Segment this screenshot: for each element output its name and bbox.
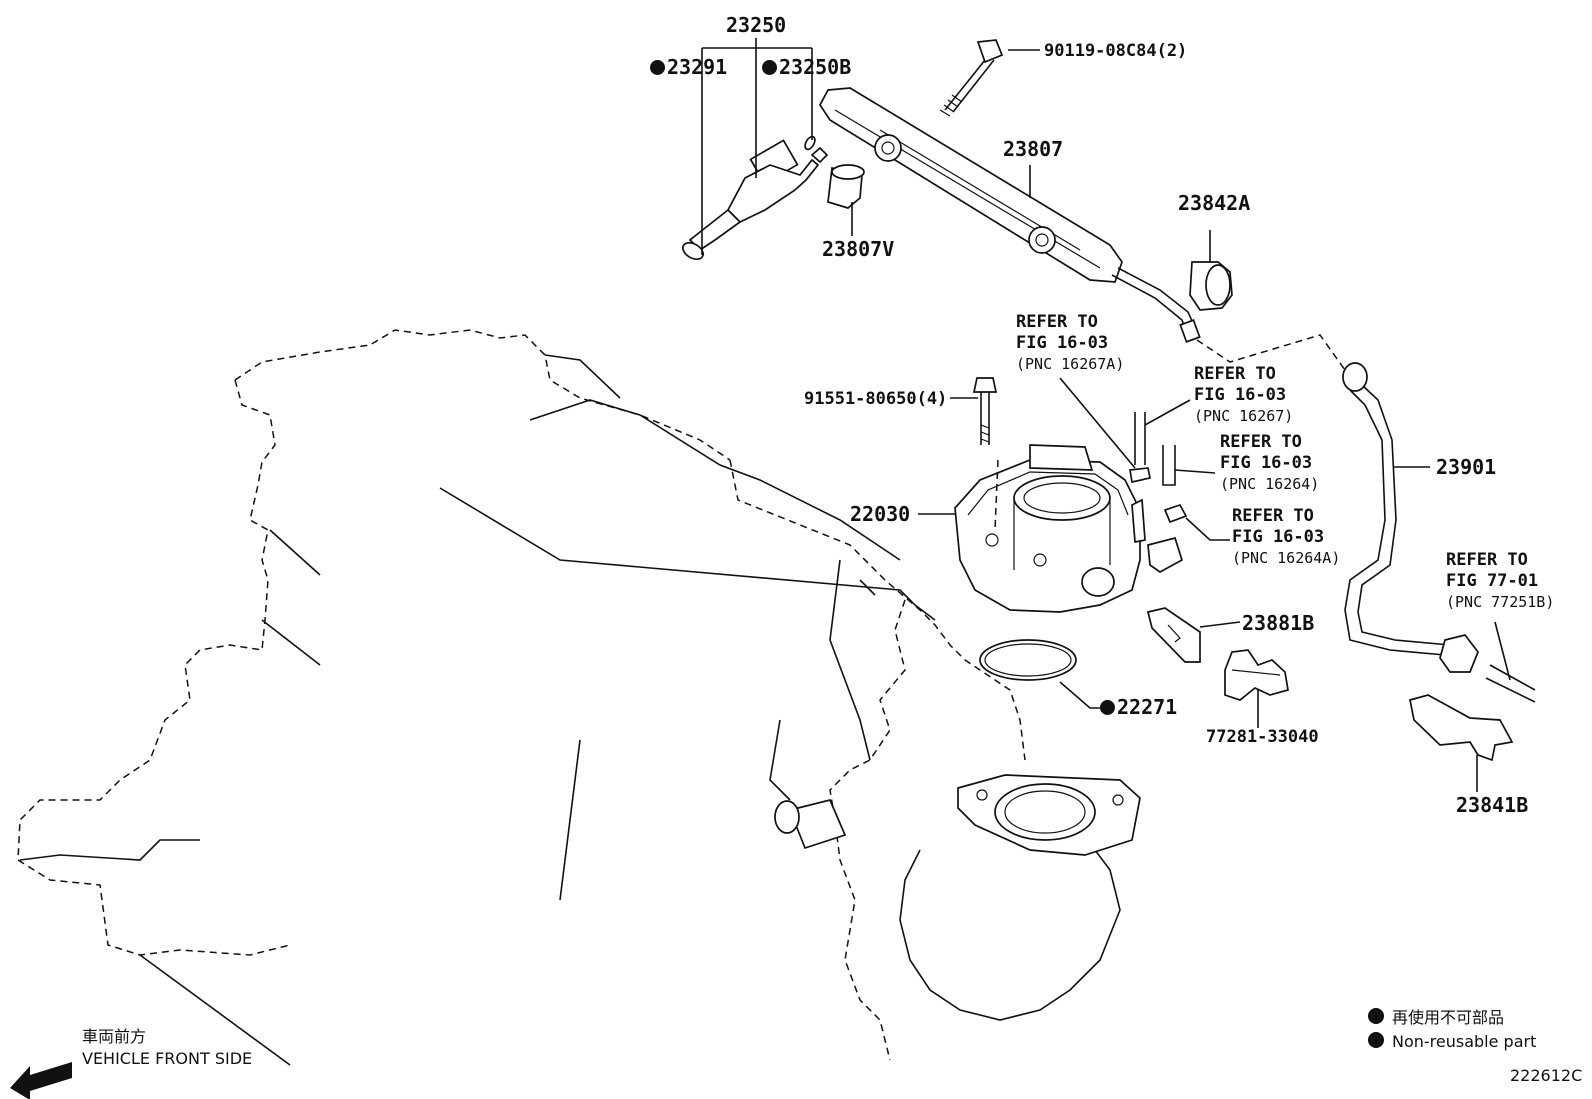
gasket-22271 (979, 639, 1077, 681)
part-label-91551: 91551-80650(4) (804, 389, 948, 409)
bolt-91551 (972, 377, 998, 445)
bracket-23881b (1146, 607, 1201, 663)
non-reusable-dot-icon (1100, 700, 1115, 715)
legend-en: Non-reusable part (1368, 1032, 1536, 1051)
refer-note-16267a: REFER TO FIG 16-03 (PNC 16267A) (1016, 312, 1125, 373)
fitting-23841b (1409, 694, 1514, 762)
part-label-23250: 23250 (726, 13, 787, 37)
part-label-23841b: 23841B (1456, 793, 1529, 817)
bolt-90119 (939, 39, 1004, 117)
hoses-and-clamps (1129, 412, 1188, 524)
front-side-note: 車両前方 VEHICLE FRONT SIDE (82, 1027, 253, 1068)
grommet-23842a (1189, 261, 1233, 311)
figure-code: 222612C (1510, 1066, 1583, 1085)
part-label-23842a: 23842A (1178, 191, 1251, 215)
non-reusable-dot-icon (1368, 1032, 1384, 1048)
fuel-injector (682, 135, 829, 261)
manifold-flange (774, 774, 1141, 856)
part-label-23807: 23807 (1003, 137, 1064, 161)
non-reusable-dot-icon (650, 60, 665, 75)
non-reusable-dot-icon (762, 60, 777, 75)
part-label-77281: 77281-33040 (1206, 727, 1319, 747)
engine-outline (17, 329, 1121, 1066)
refer-note-77251b: REFER TO FIG 77-01 (PNC 77251B) (1446, 550, 1555, 611)
part-label-23291: 23291 (650, 56, 727, 78)
clamp-77281 (1224, 649, 1289, 701)
insulator-23807v (827, 164, 865, 209)
part-label-90119: 90119-08C84(2) (1044, 41, 1188, 61)
delivery-pipe (819, 87, 1201, 343)
non-reusable-dot-icon (1368, 1008, 1384, 1024)
refer-note-16267: REFER TO FIG 16-03 (PNC 16267) (1194, 364, 1294, 425)
arrow-left-icon (10, 1062, 72, 1099)
legend-jp: 再使用不可部品 (1368, 1004, 1504, 1028)
part-label-22030: 22030 (850, 502, 911, 526)
part-label-23807v: 23807V (822, 237, 895, 261)
part-label-23881b: 23881B (1242, 611, 1315, 635)
refer-note-16264a: REFER TO FIG 16-03 (PNC 16264A) (1232, 506, 1341, 567)
refer-note-16264: REFER TO FIG 16-03 (PNC 16264) (1220, 432, 1320, 493)
fuel-hose-23901 (1342, 362, 1536, 703)
part-label-23901: 23901 (1436, 455, 1497, 479)
part-label-22271: 22271 (1100, 696, 1177, 718)
throttle-body (954, 444, 1184, 613)
part-label-23250b: 23250B (762, 56, 851, 78)
